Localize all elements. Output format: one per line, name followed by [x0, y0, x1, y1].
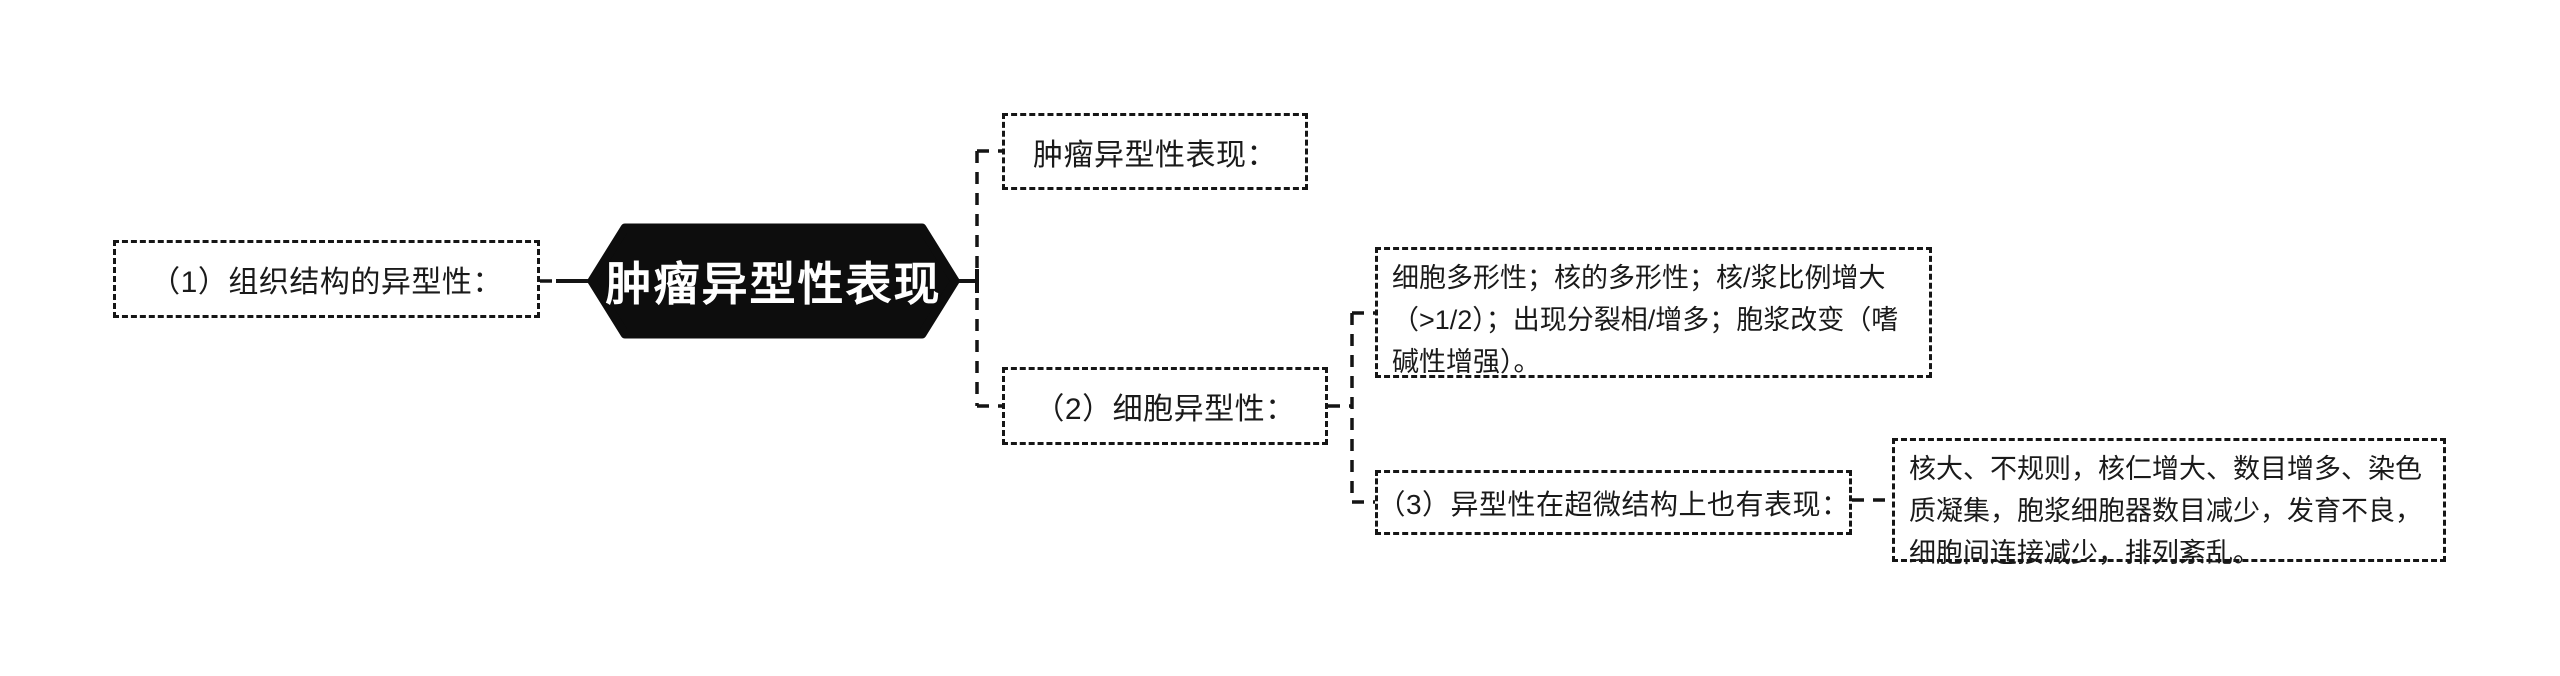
central-topic-hexagon-shape — [588, 223, 959, 339]
detail-box-ultrastructure-atypia-text: 核大、不规则，核仁增大、数目增多、染色质凝集，胞浆细胞器数目减少，发育不良，细胞… — [1909, 454, 2422, 568]
topic-box-structural-atypia: （1）组织结构的异型性： — [113, 240, 540, 318]
central-topic-node: 肿瘤异型性表现 — [588, 221, 959, 341]
detail-box-ultrastructure-atypia: 核大、不规则，核仁增大、数目增多、染色质凝集，胞浆细胞器数目减少，发育不良，细胞… — [1892, 438, 2446, 568]
topic-box-atypia-manifestation: 肿瘤异型性表现： — [1002, 113, 1308, 190]
topic-box-cellular-atypia: （2）细胞异型性： — [1002, 367, 1328, 445]
central-topic-label: 肿瘤异型性表现 — [605, 258, 942, 310]
topic-box-ultrastructure-atypia: （3）异型性在超微结构上也有表现： — [1375, 470, 1852, 535]
topic-box-atypia-manifestation-label: 肿瘤异型性表现： — [1033, 138, 1277, 172]
topic-box-structural-atypia-label: （1）组织结构的异型性： — [150, 266, 503, 299]
detail-box-cellular-atypia: 细胞多形性；核的多形性；核/浆比例增大（>1/2）；出现分裂相/增多；胞浆改变（… — [1375, 247, 1932, 378]
detail-box-cellular-atypia-text: 细胞多形性；核的多形性；核/浆比例增大（>1/2）；出现分裂相/增多；胞浆改变（… — [1392, 263, 1899, 377]
topic-box-ultrastructure-atypia-label: （3）异型性在超微结构上也有表现： — [1377, 488, 1850, 520]
topic-box-cellular-atypia-label: （2）细胞异型性： — [1034, 393, 1296, 426]
